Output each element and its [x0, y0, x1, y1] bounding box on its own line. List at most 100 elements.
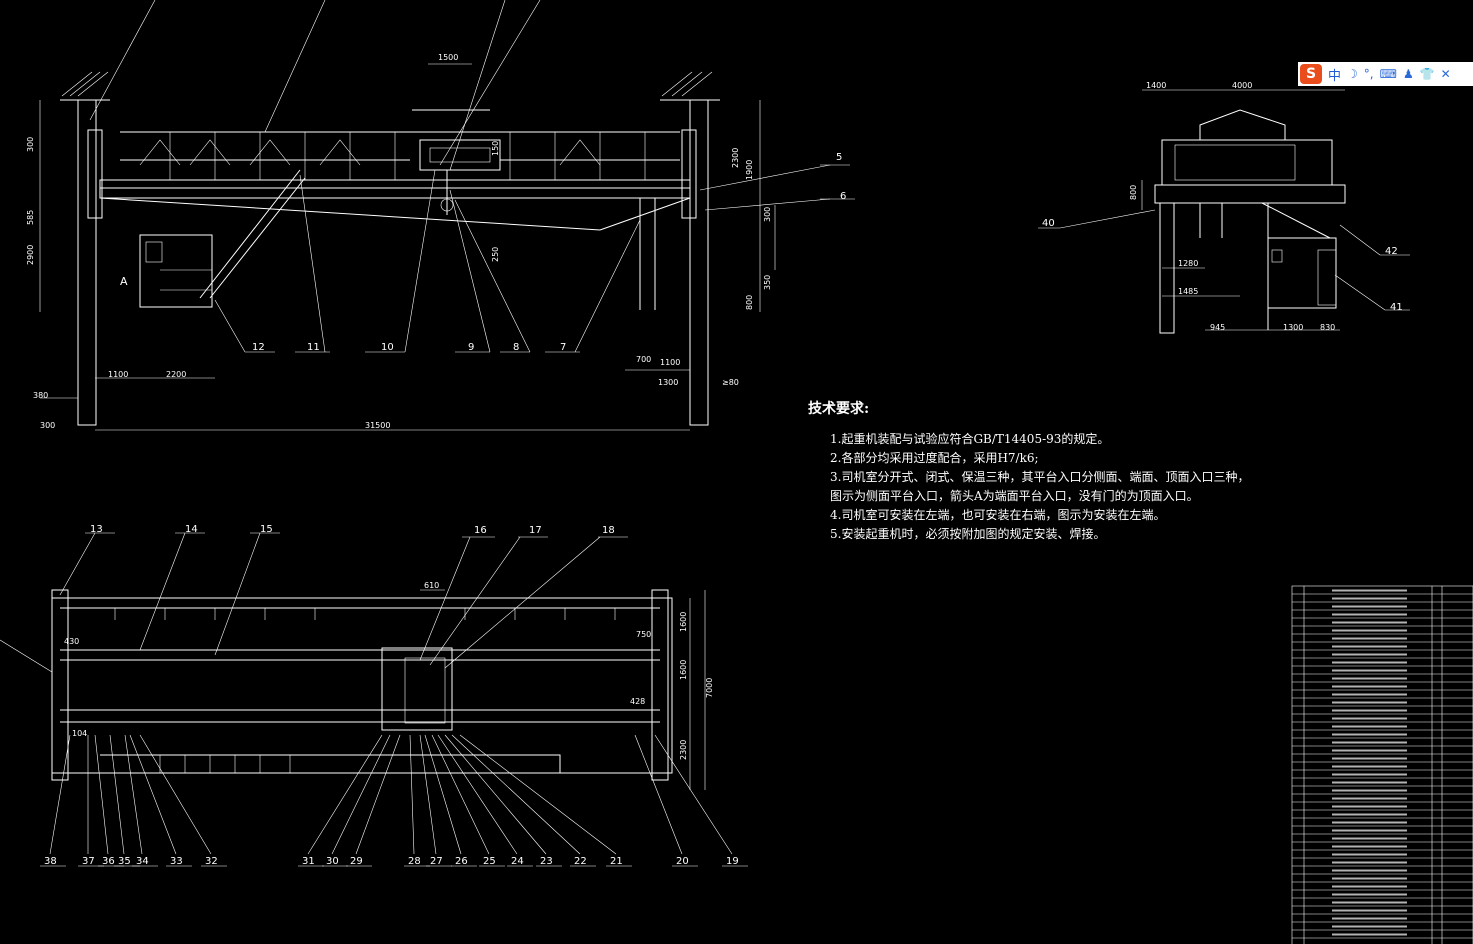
section-mark-a: A — [120, 275, 128, 288]
ime-toolbar[interactable]: S 中 ☽ °, ⌨ ♟ 👕 ✕ — [1298, 62, 1473, 86]
moon-icon[interactable]: ☽ — [1347, 67, 1358, 81]
leader-27 — [419, 734, 437, 855]
balloon-14: 14 — [185, 524, 198, 535]
note-line-2: 2.各部分均采用过度配合，采用H7/k6; — [830, 451, 1039, 465]
leader-26 — [424, 734, 462, 855]
dim-250: 250 — [491, 247, 500, 262]
dim-104: 104 — [72, 729, 87, 738]
balloon-40: 40 — [1042, 218, 1055, 229]
dim-700: 700 — [636, 355, 651, 364]
balloon-12: 12 — [252, 342, 265, 353]
leader-32 — [139, 734, 212, 855]
dim-2200: 2200 — [166, 370, 186, 379]
punctuation-icon[interactable]: °, — [1363, 67, 1374, 81]
leader-21 — [459, 734, 617, 855]
ime-language-toggle[interactable]: 中 — [1328, 68, 1342, 84]
dim-1600: 1600 — [679, 612, 688, 632]
dim-800: 800 — [745, 295, 754, 310]
dim-1400: 1400 — [1146, 81, 1166, 90]
dim-830: 830 — [1320, 323, 1335, 332]
balloon-10: 10 — [381, 342, 394, 353]
dim-750: 750 — [636, 630, 651, 639]
balloon-19: 19 — [726, 856, 739, 867]
balloon-27: 27 — [430, 856, 443, 867]
balloon-11: 11 — [307, 342, 320, 353]
front-view-dimensions: 1500 300 585 2900 1100 2200 380 300 3150… — [26, 53, 772, 430]
leader-29 — [355, 734, 401, 855]
balloon-8: 8 — [513, 342, 519, 353]
dim-800s: 800 — [1129, 185, 1138, 200]
note-line-5: 4.司机室可安装在左端，也可安装在右端，图示为安装在左端。 — [830, 508, 1166, 522]
top-view-balloons-top: 13 14 15 16 17 18 — [90, 524, 615, 536]
user-icon[interactable]: ♟ — [1402, 67, 1414, 81]
balloon-41: 41 — [1390, 302, 1403, 313]
balloon-42: 42 — [1385, 246, 1398, 257]
dim-1300s: 1300 — [1283, 323, 1303, 332]
notes-title: 技术要求: — [808, 401, 870, 417]
dim-ge80: ≥80 — [722, 378, 739, 387]
dim-300b: 300 — [40, 421, 55, 430]
dim-350: 350 — [763, 275, 772, 290]
keyboard-icon[interactable]: ⌨ — [1379, 67, 1397, 81]
tools-icon[interactable]: ✕ — [1440, 67, 1451, 81]
balloon-37: 37 — [82, 856, 95, 867]
note-line-1: 1.起重机装配与试验应符合GB/T14405-93的规定。 — [830, 432, 1110, 446]
technical-requirements: 技术要求: 1.起重机装配与试验应符合GB/T14405-93的规定。 2.各部… — [808, 398, 1368, 544]
balloon-20: 20 — [676, 856, 689, 867]
balloon-15: 15 — [260, 524, 273, 535]
balloon-21: 21 — [610, 856, 623, 867]
balloon-31: 31 — [302, 856, 315, 867]
leader-23 — [444, 734, 547, 855]
balloon-33: 33 — [170, 856, 183, 867]
balloon-32: 32 — [205, 856, 218, 867]
note-line-6: 5.安装起重机时，必须按附加图的规定安装、焊接。 — [830, 527, 1106, 541]
dim-1300: 1300 — [658, 378, 678, 387]
dim-2300: 2300 — [731, 148, 740, 168]
parts-table — [1291, 585, 1473, 944]
leader-34 — [124, 734, 143, 855]
balloon-36: 36 — [102, 856, 115, 867]
leader-30 — [331, 734, 391, 855]
leader-24 — [437, 734, 518, 855]
dim-380: 380 — [33, 391, 48, 400]
dim-2900: 2900 — [26, 245, 35, 265]
balloon-9: 9 — [468, 342, 474, 353]
balloon-18: 18 — [602, 525, 615, 536]
dim-585: 585 — [26, 210, 35, 225]
balloon-34: 34 — [136, 856, 149, 867]
dim-7000: 7000 — [705, 678, 714, 698]
dim-945: 945 — [1210, 323, 1225, 332]
balloon-16: 16 — [474, 525, 487, 536]
dim-428: 428 — [630, 697, 645, 706]
parts-table-frame — [1291, 585, 1473, 944]
dim-1100: 1100 — [108, 370, 128, 379]
balloon-13: 13 — [90, 524, 103, 535]
balloon-22: 22 — [574, 856, 587, 867]
front-view — [39, 0, 855, 431]
dim-300c: 300 — [763, 207, 772, 222]
balloon-17: 17 — [529, 525, 542, 536]
dim-1485: 1485 — [1178, 287, 1198, 296]
balloon-29: 29 — [350, 856, 363, 867]
dim-430: 430 — [64, 637, 79, 646]
front-view-balloons: 12 11 10 9 8 7 5 6 — [252, 152, 846, 353]
dim-1100b: 1100 — [660, 358, 680, 367]
balloon-35: 35 — [118, 856, 131, 867]
top-view-dimensions: 610 430 750 1600 1600 7000 104 428 2300 — [64, 581, 714, 760]
balloon-28: 28 — [408, 856, 421, 867]
side-view — [1038, 89, 1410, 334]
sogou-logo-icon[interactable]: S — [1300, 64, 1322, 84]
leader-20 — [634, 734, 683, 855]
dim-150: 150 — [491, 141, 500, 156]
balloon-24: 24 — [511, 856, 524, 867]
dim-1900: 1900 — [745, 160, 754, 180]
skin-shirt-icon[interactable]: 👕 — [1419, 67, 1435, 81]
top-view — [0, 532, 706, 790]
leader-35 — [109, 734, 125, 855]
leader-36 — [94, 734, 109, 855]
balloon-5: 5 — [836, 152, 842, 163]
balloon-26: 26 — [455, 856, 468, 867]
balloon-6: 6 — [840, 191, 846, 202]
